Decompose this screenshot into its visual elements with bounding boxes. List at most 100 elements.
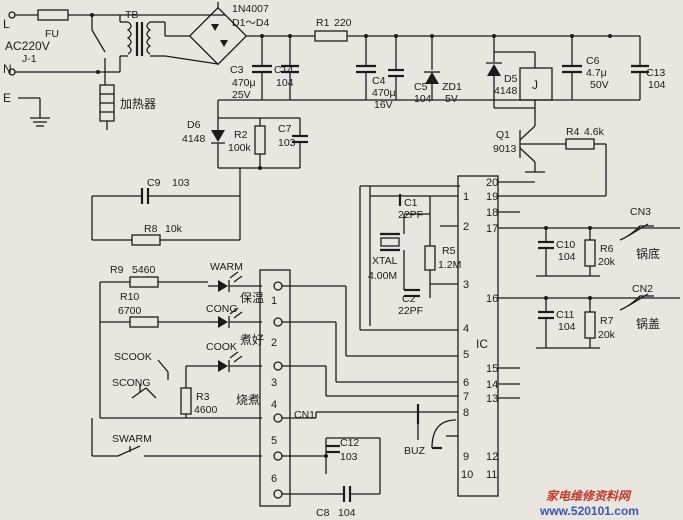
r2-val: 100k (228, 142, 252, 154)
c8-capacitor: C8 104 (316, 486, 380, 519)
r10-ref: R10 (120, 291, 139, 303)
switch-scook-label: SCOOK (114, 351, 152, 363)
ic-pin-label: 2 (463, 221, 469, 233)
c2-val: 22PF (398, 305, 423, 317)
cn3-label: 锅底 (636, 246, 660, 261)
tb-label: TB (125, 9, 138, 21)
cn1-pin-label: 5 (271, 435, 277, 447)
watermark-url: www.520101.com (539, 504, 639, 518)
c14-val: 104 (276, 77, 294, 89)
c11-val: 104 (558, 321, 576, 333)
c7-val: 103 (278, 137, 296, 149)
cn1-ic-wiring (282, 285, 458, 495)
buzzer: BUZ (404, 404, 458, 457)
cn1-pin-label: 3 (271, 377, 277, 389)
cn2-sensor-section: C11 104 R7 20k CN2 锅盖 (536, 283, 660, 349)
r9-r10-resistors: R9 5460 R10 6700 (99, 264, 208, 418)
mains-l-label: L (3, 17, 10, 31)
r10-val: 6700 (118, 305, 142, 317)
c10-val: 104 (558, 251, 576, 263)
c9-r8-feedback: C9 103 R8 10k (91, 177, 241, 246)
c2-ref: C2 (402, 293, 416, 305)
r3-ref: R3 (196, 391, 210, 403)
ic-pin-label: 1 (463, 191, 469, 203)
c3-ref: C3 (230, 64, 244, 76)
cn2-ref: CN2 (632, 283, 653, 295)
ic-pin-label: 9 (463, 451, 469, 463)
r8-val: 10k (165, 223, 183, 235)
cn1-ref: CN1 (294, 409, 315, 421)
ic-pin-label: 10 (461, 469, 473, 481)
c7-ref: C7 (278, 123, 292, 135)
ic-pin-label: 11 (486, 469, 497, 481)
mains-n-label: N (3, 62, 12, 76)
c13-capacitor: C13 104 (631, 36, 666, 100)
led-cook-label: COOK (206, 341, 237, 353)
ic-pin-label: 17 (486, 223, 498, 235)
c13-ref: C13 (646, 67, 665, 79)
c11-ref: C11 (556, 309, 575, 321)
cn1-pin-label: 6 (271, 473, 277, 485)
cn1-pin-label: 2 (271, 337, 277, 349)
c13-val: 104 (648, 79, 666, 91)
ic-pin-label: 15 (486, 363, 498, 375)
cn1-pin-label: 4 (271, 399, 277, 411)
ic-pin-label: 6 (463, 377, 469, 389)
c10-ref: C10 (556, 239, 575, 251)
c6-ref: C6 (586, 55, 600, 67)
c8-val: 104 (338, 507, 356, 519)
c8-ref: C8 (316, 507, 330, 519)
ic-pin-label: 8 (463, 407, 469, 419)
c9-val: 103 (172, 177, 190, 189)
r1-val: 220 (334, 17, 352, 29)
cn3-ref: CN3 (630, 206, 651, 218)
switch-scong-label: SCONG (112, 377, 151, 389)
q1-transistor: Q1 9013 R4 4.6k (493, 125, 607, 197)
c6-capacitor: C6 4.7μ 50V (562, 36, 609, 100)
ic-pin-label: 4 (463, 323, 469, 335)
q1-ref: Q1 (496, 129, 510, 141)
c12-val: 103 (340, 451, 358, 463)
d6-ref: D6 (187, 119, 201, 131)
key-switches: SCOOK SCONG SWARM (91, 351, 262, 457)
d5-diode: D5 4148 (486, 36, 518, 108)
c12-capacitor: C12 103 (326, 437, 381, 494)
led-warm-label: WARM (210, 261, 243, 273)
r6-val: 20k (598, 256, 616, 268)
c6-val2: 50V (590, 79, 609, 91)
xtal-val: 4.00M (368, 270, 397, 282)
ic-pin-label: 14 (486, 379, 498, 391)
ic-pin-label: 16 (486, 293, 498, 305)
c6-val1: 4.7μ (586, 67, 607, 79)
c5-ref: C5 (414, 81, 428, 93)
ic-label: IC (476, 337, 488, 351)
mode-cook-done-label: 煮好 (240, 333, 264, 347)
c4-capacitor: C4 470μ 16V (356, 36, 396, 111)
status-leds: WARM CONG COOK 保温 煮好 烧煮 (186, 261, 264, 407)
ic-pin-label: 7 (463, 391, 469, 403)
c3-capacitor: C3 470μ 25V (230, 36, 272, 101)
relay-coil-j: J (494, 51, 553, 126)
d5-val: 4148 (494, 85, 518, 97)
c4-ref: C4 (372, 75, 386, 87)
led-cong-label: CONG (206, 303, 238, 315)
relay-contact-label: J-1 (22, 53, 37, 65)
c12-ref: C12 (340, 437, 359, 449)
switch-swarm-label: SWARM (112, 433, 152, 445)
d5-ref: D5 (504, 73, 518, 85)
bridge-range-label: D1～D4 (232, 17, 270, 29)
d6-r2-c7-group: D6 4148 R2 100k C7 103 (182, 100, 308, 212)
c1-ref: C1 (404, 197, 418, 209)
r9-ref: R9 (110, 264, 124, 276)
c1-val: 22PF (398, 209, 423, 221)
c3-val1: 470μ (232, 77, 256, 89)
cn1-connector: 1 2 3 4 5 6 CN1 (259, 269, 315, 507)
bridge-diode-label: 1N4007 (232, 3, 269, 15)
transformer-tb: TB (119, 9, 165, 72)
fuse-label: FU (45, 28, 59, 40)
buzzer-label: BUZ (404, 445, 426, 457)
c14-ref: C14 (274, 64, 293, 76)
zd1-val: 5V (445, 93, 458, 105)
r5-ref: R5 (442, 245, 456, 257)
